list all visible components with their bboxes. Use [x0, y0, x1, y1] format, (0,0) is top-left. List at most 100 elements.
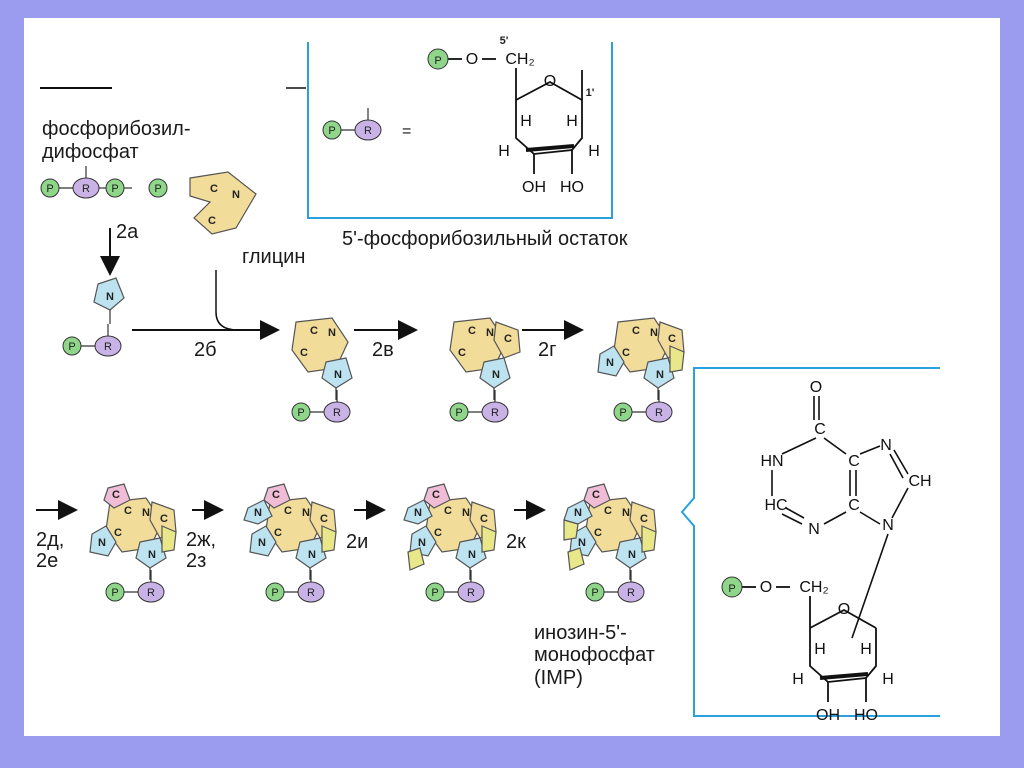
- phosphate-circle: [265, 582, 285, 602]
- ring-atom-label: N: [334, 369, 342, 381]
- ring-atom-label: C: [444, 505, 452, 517]
- ring-atom-label: N: [574, 507, 582, 519]
- n3-label: N: [808, 521, 820, 538]
- ribose-label: R: [147, 587, 155, 599]
- ring-atom-label: C: [320, 513, 328, 525]
- ring-atom-label: C: [284, 505, 292, 517]
- step-2k: 2к: [506, 531, 526, 553]
- ring-green: [481, 525, 497, 553]
- phosphoribosyl-box: [286, 42, 613, 219]
- phosphate-circle: [425, 582, 445, 602]
- glycine-label: глицин: [242, 246, 306, 268]
- ring-atom-label: N: [628, 549, 636, 561]
- imp-box: [680, 367, 940, 717]
- phosphate-circle: [322, 120, 342, 140]
- ring-atom-label: N: [148, 549, 156, 561]
- ribose-label: R: [627, 587, 635, 599]
- ring-blue: N: [615, 537, 647, 569]
- step-2i: 2и: [346, 531, 369, 553]
- phosphate-circle: [613, 402, 633, 422]
- ring-atom-label: C: [114, 527, 122, 539]
- ring-pink: C: [583, 483, 611, 509]
- ring-atom-label: C: [480, 513, 488, 525]
- ring-atom-label: C: [310, 325, 318, 337]
- ribose-label: R: [364, 125, 372, 137]
- ring-green-left: [567, 547, 585, 571]
- ring-atom-label: N: [462, 507, 470, 519]
- h-label: H: [498, 143, 510, 160]
- hn-label: HN: [760, 453, 783, 470]
- ring-atom-label: N: [492, 369, 500, 381]
- ring-atom-label: C: [112, 489, 120, 501]
- aminoimidazole-ring: N: [93, 277, 125, 311]
- ring-atom-label: N: [232, 189, 240, 201]
- ring-blue-top: N: [243, 499, 273, 525]
- ring-atom-label: C: [124, 505, 132, 517]
- phosphate-label: P: [434, 55, 441, 67]
- ring-atom-label: C: [622, 347, 630, 359]
- ring-atom-label: C: [604, 505, 612, 517]
- phosphate-circle: [40, 178, 60, 198]
- ring-blue-left: N: [89, 525, 117, 557]
- ring-oxygen: O: [544, 73, 556, 90]
- ring-green: [641, 525, 657, 553]
- ring-yellow-side: C: [493, 321, 521, 359]
- ring-atom-label: N: [606, 357, 614, 369]
- prpp-label: фосфорибозил- дифосфат: [42, 118, 191, 163]
- carbonyl-o: O: [810, 379, 822, 396]
- phosphate-label: P: [111, 183, 118, 195]
- ring-atom-label: C: [432, 489, 440, 501]
- phosphate-label: P: [68, 341, 75, 353]
- ring-atom-label: C: [668, 333, 676, 345]
- ring-green: [321, 525, 337, 553]
- ribosyl-residue-label: 5'-фосфорибозильный остаток: [342, 228, 628, 250]
- ring-atom-label: C: [274, 527, 282, 539]
- step-2a: 2а: [116, 221, 139, 243]
- ring-atom-label: N: [468, 549, 476, 561]
- ring-green-closing: [563, 519, 579, 541]
- ring-atom-label: C: [434, 527, 442, 539]
- ring-atom-label: N: [328, 327, 336, 339]
- phosphate-circle: [105, 582, 125, 602]
- phosphate-circle: [721, 576, 743, 598]
- h-label: H: [566, 113, 578, 130]
- phosphate-label: P: [455, 407, 462, 419]
- ring-atom-label: N: [418, 537, 426, 549]
- ring-atom-label: N: [656, 369, 664, 381]
- ring-atom-label: N: [414, 507, 422, 519]
- n7-label: N: [880, 437, 892, 454]
- ribose-label: R: [104, 341, 112, 353]
- c4-label: C: [848, 497, 860, 514]
- h-label: H: [588, 143, 600, 160]
- oh-label: OH: [522, 179, 546, 196]
- equals-sign: =: [402, 123, 411, 140]
- ring-oxygen: O: [838, 601, 850, 618]
- ring-green-left: [407, 547, 425, 571]
- ring-atom-label: N: [302, 507, 310, 519]
- step-2zh: 2ж, 2з: [186, 529, 217, 572]
- ring-atom-label: N: [578, 537, 586, 549]
- imp-label: инозин-5'- монофосфат (IMP): [534, 622, 655, 689]
- oh-label: OH: [816, 707, 840, 724]
- ch2-label: CH₂: [799, 579, 828, 596]
- ring-atom-label: C: [210, 183, 218, 195]
- prime-1-label: 1': [586, 87, 595, 99]
- ring-blue-top: N: [563, 499, 593, 525]
- ring-atom-label: N: [98, 537, 106, 549]
- ribose-label: R: [467, 587, 475, 599]
- ribose-label: R: [307, 587, 315, 599]
- ring-atom-label: N: [650, 327, 658, 339]
- phosphate-label: P: [431, 587, 438, 599]
- step-2de: 2д, 2е: [36, 529, 65, 572]
- phosphate-label: P: [619, 407, 626, 419]
